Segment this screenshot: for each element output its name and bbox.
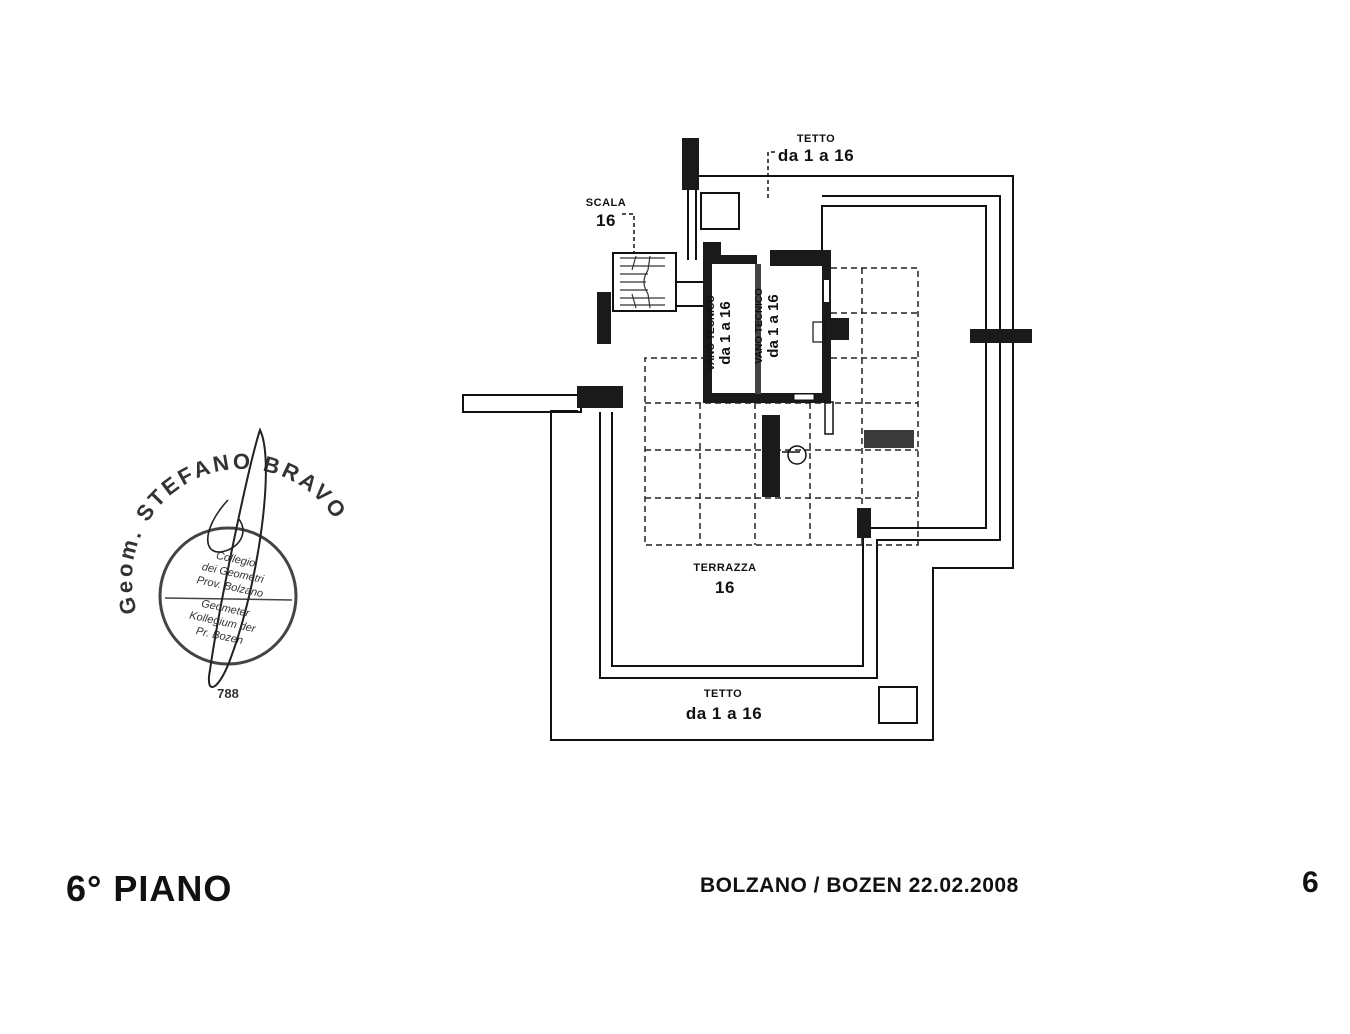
outer-roof-outline xyxy=(550,175,1014,741)
vano-1-title: VANO TECNICO xyxy=(706,295,717,371)
page-number: 6 xyxy=(1302,866,1319,899)
surveyor-stamp: Geom. STEFANO BRAVO Collegio dei Geometr… xyxy=(112,427,350,701)
scala-number: 16 xyxy=(596,211,616,230)
vano-2-title: VANO TECNICO xyxy=(754,288,765,364)
skylight-bottom xyxy=(878,686,918,724)
chimneys xyxy=(577,138,1032,538)
technical-room-walls xyxy=(703,242,831,403)
vano-tecnico-2-label: VANO TECNICO da 1 a 16 xyxy=(754,271,795,381)
terrace-outline-inner xyxy=(611,205,987,667)
tetto-top-range: da 1 a 16 xyxy=(777,146,855,165)
vano-2-range: da 1 a 16 xyxy=(764,294,782,358)
tetto-bottom-range: da 1 a 16 xyxy=(685,704,763,723)
scala-title: SCALA xyxy=(585,197,627,209)
signature xyxy=(207,427,267,689)
terrazza-number: 16 xyxy=(715,578,735,597)
stamp-number: 788 xyxy=(217,686,239,701)
vano-tecnico-1-label: VANO TECNICO da 1 a 16 xyxy=(706,278,747,388)
terrace-outline-outer xyxy=(599,330,1001,679)
balcony-ledge xyxy=(462,394,582,413)
stair-steps xyxy=(620,255,665,309)
vano-1-range: da 1 a 16 xyxy=(716,301,734,365)
tetto-top-title: TETTO xyxy=(796,133,836,145)
floor-title: 6° PIANO xyxy=(66,868,233,909)
terrazza-title: TERRAZZA xyxy=(693,562,757,574)
terrace-inner-top xyxy=(822,195,1001,330)
tetto-bottom-title: TETTO xyxy=(703,688,743,700)
place-date: BOLZANO / BOZEN 22.02.2008 xyxy=(700,874,1019,897)
terrace-paving-grid xyxy=(644,267,919,546)
skylight-top xyxy=(700,192,740,230)
